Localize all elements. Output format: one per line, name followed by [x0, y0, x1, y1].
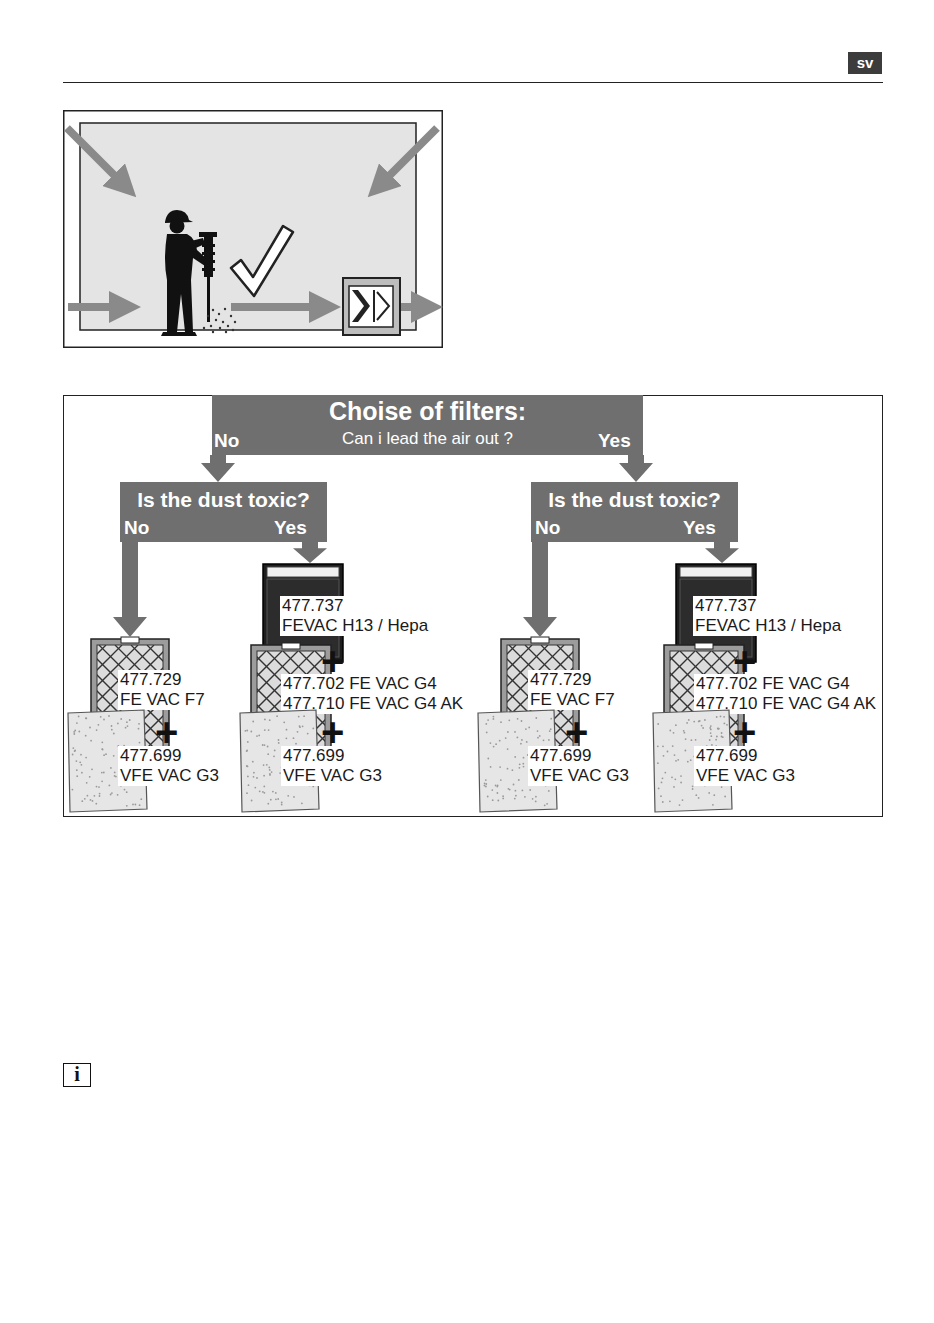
filter-top [680, 567, 752, 577]
filter-item: 477.702 FE VAC G4477.710 FE VAC G4 AK [250, 643, 470, 710]
edge-label: Yes [598, 430, 631, 452]
filter-label: VFE VAC G3 [281, 766, 393, 786]
filter-label: 477.729 [118, 670, 214, 690]
filter-item: 477.702 FE VAC G4477.710 FE VAC G4 AK [663, 643, 883, 710]
filter-item: 477.699VFE VAC G3 [476, 710, 639, 812]
filter-item: 477.699VFE VAC G3 [651, 710, 812, 812]
edge-label: No [124, 517, 149, 539]
ventilation-illustration [63, 110, 443, 348]
band-text: Is the dust toxic? [531, 487, 738, 512]
filter-label: VFE VAC G3 [528, 766, 633, 786]
filter-label: 477.737 [280, 596, 435, 616]
filter-tab [695, 643, 713, 649]
flow-arrow [293, 542, 327, 563]
filter-label: FE VAC F7 [118, 690, 214, 710]
plus-sign: + [733, 712, 756, 752]
band-text: Choise of filters: [212, 397, 643, 426]
language-badge: sv [848, 52, 882, 74]
filter-item: 477.729FE VAC F7 [500, 637, 630, 712]
flow-arrow [201, 455, 235, 482]
filter-label: FE VAC F7 [528, 690, 624, 710]
flow-arrow [113, 542, 147, 637]
flow-arrow [705, 542, 739, 563]
filter-label: VFE VAC G3 [694, 766, 806, 786]
plus-sign: + [321, 712, 344, 752]
filter-label: 477.737 [693, 596, 848, 616]
filter-label: 477.702 FE VAC G4 [281, 674, 467, 694]
header-rule [63, 82, 883, 83]
filter-label: 477.702 FE VAC G4 [694, 674, 880, 694]
filter-label: FEVAC H13 / Hepa [693, 616, 848, 636]
filter-label: FEVAC H13 / Hepa [280, 616, 435, 636]
filter-pleats [257, 651, 325, 763]
filter-top [267, 567, 339, 577]
plus-sign: + [321, 641, 344, 681]
flow-arrow [619, 455, 653, 482]
filter-tab [121, 637, 139, 643]
info-icon: i [63, 1063, 91, 1087]
band-text: Can i lead the air out ? [212, 428, 643, 449]
worker-silhouette [161, 210, 217, 336]
filter-tab [531, 637, 549, 643]
room-outline [80, 123, 416, 330]
filter-item: 477.729FE VAC F7 [90, 637, 220, 712]
edge-label: Yes [274, 517, 307, 539]
band-text: Is the dust toxic? [120, 487, 327, 512]
dust-particles [203, 308, 236, 333]
plus-sign: + [565, 712, 588, 752]
filter-tab [282, 643, 300, 649]
filter-item: 477.737FEVAC H13 / Hepa [262, 563, 442, 643]
edge-label: Yes [683, 517, 716, 539]
filter-label: VFE VAC G3 [118, 766, 223, 786]
edge-label: No [535, 517, 560, 539]
flow-arrow [523, 542, 557, 637]
check-mark [231, 226, 293, 296]
filter-item: 477.737FEVAC H13 / Hepa [675, 563, 855, 643]
illustration-frame [64, 111, 443, 348]
air-cleaner-unit [343, 278, 400, 335]
filter-item: 477.699VFE VAC G3 [238, 710, 399, 812]
filter-label: 477.729 [528, 670, 624, 690]
edge-label: No [214, 430, 239, 452]
decision-band: Choise of filters:Can i lead the air out… [212, 395, 643, 455]
plus-sign: + [733, 641, 756, 681]
plus-sign: + [155, 712, 178, 752]
filter-item: 477.699VFE VAC G3 [66, 710, 229, 812]
